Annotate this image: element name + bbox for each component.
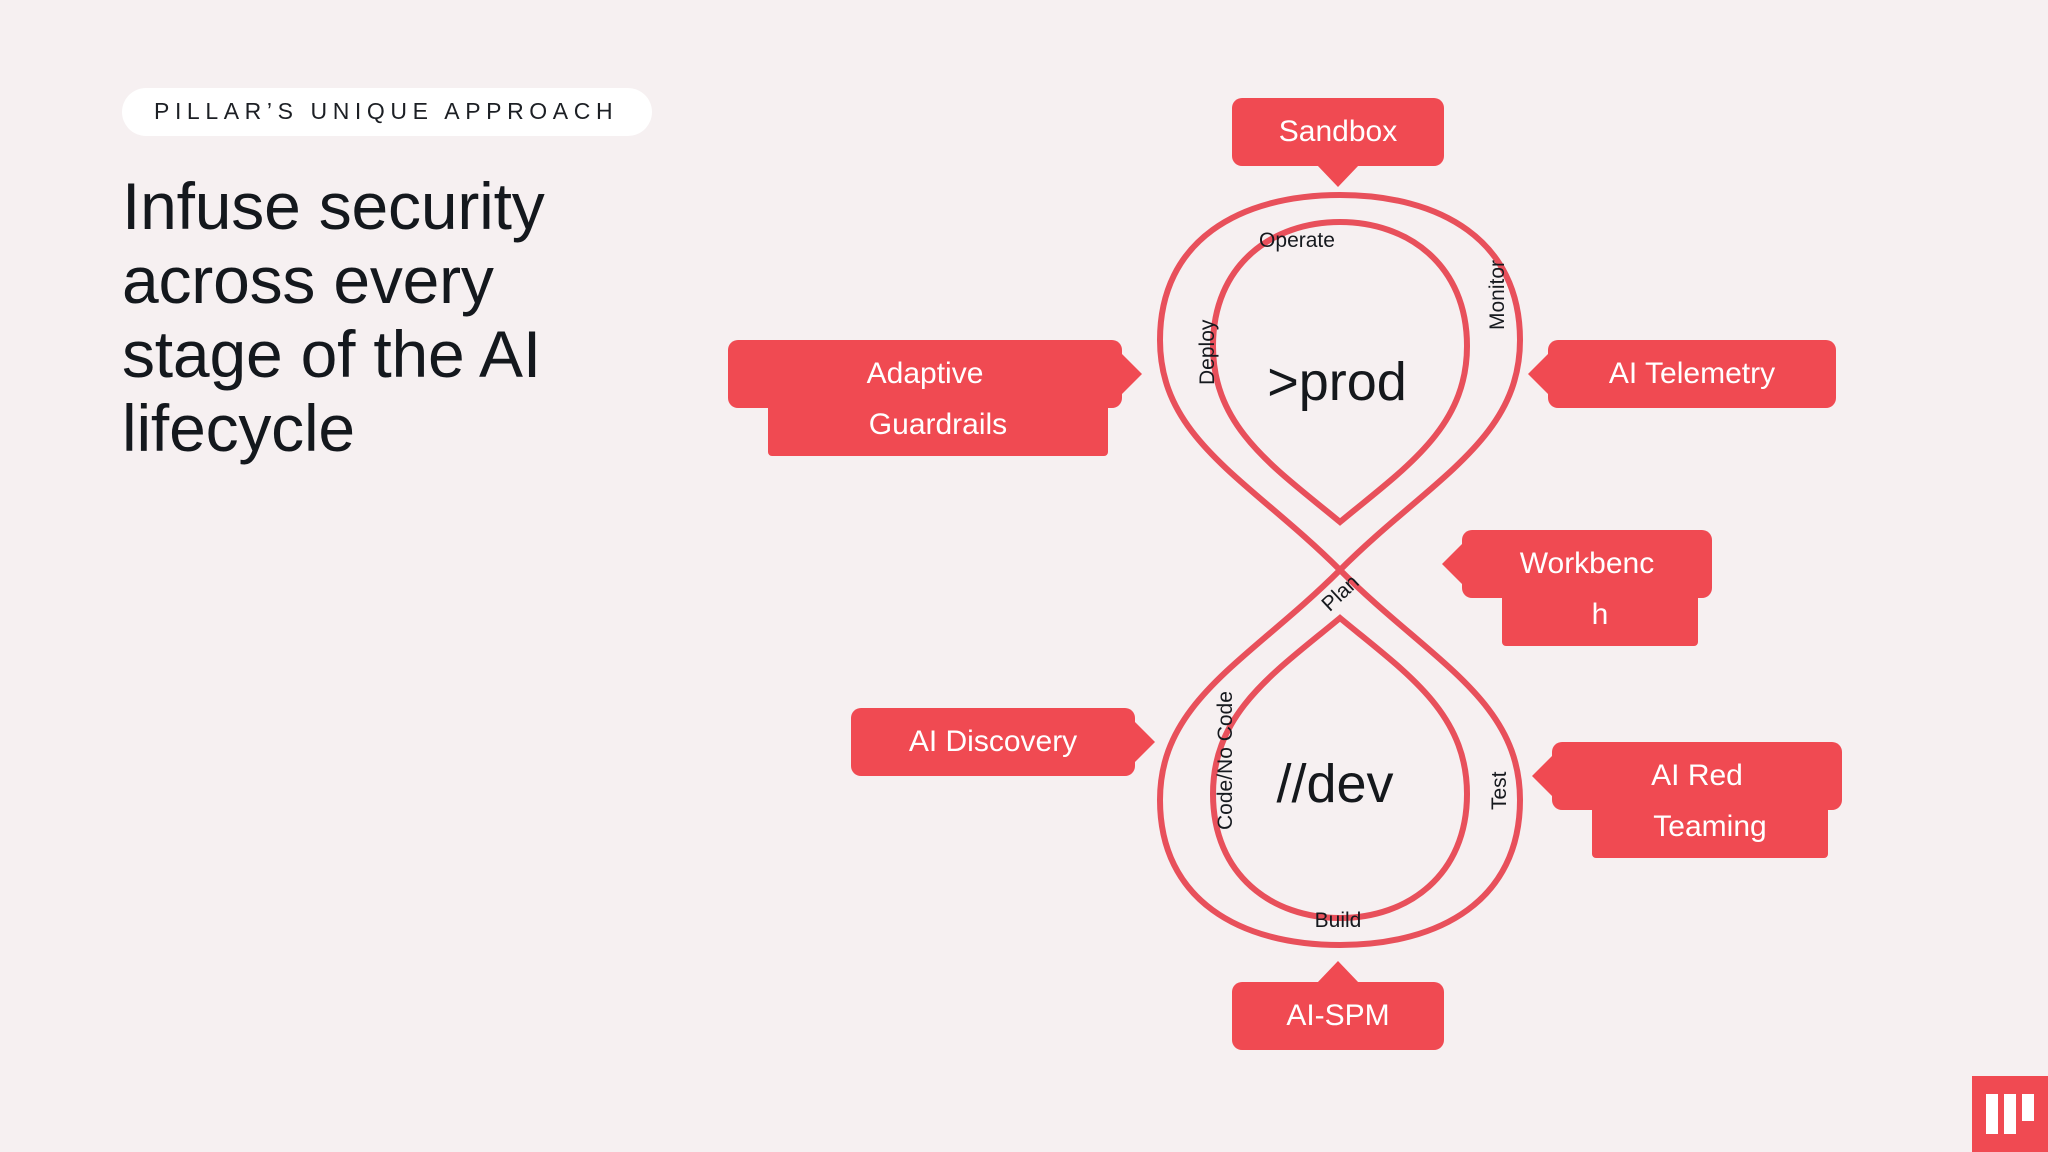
- left-text-column: PILLAR’S UNIQUE APPROACH Infuse security…: [122, 88, 762, 466]
- page-title: Infuse security across every stage of th…: [122, 169, 545, 465]
- stage-label-test: Test: [1488, 771, 1511, 810]
- callout-ai-discovery[interactable]: AI Discovery: [851, 708, 1155, 776]
- callout-ai-spm-box: AI-SPM: [1232, 961, 1444, 1050]
- callout-ai-red-teaming-box: AI Red: [1532, 742, 1842, 810]
- callout-adaptive-guardrails-label: Adaptive: [866, 357, 984, 390]
- callout-ai-discovery-label: AI Discovery: [908, 725, 1078, 758]
- stage-label-deploy: Deploy: [1196, 319, 1219, 385]
- tail-right-icon: [1134, 720, 1155, 763]
- eyebrow-badge: PILLAR’S UNIQUE APPROACH: [122, 88, 653, 136]
- tail-left-icon: [1528, 352, 1549, 395]
- tail-up-icon: [1317, 961, 1359, 983]
- logo-bar-1: [1986, 1094, 1998, 1134]
- callout-sandbox-label: Sandbox: [1278, 115, 1398, 148]
- stage-label-operate: Operate: [1259, 229, 1335, 252]
- logo-bar-3: [2022, 1094, 2034, 1121]
- callout-ai-spm-label: AI-SPM: [1286, 999, 1390, 1032]
- callout-adaptive-guardrails-box: Adaptive: [728, 340, 1142, 408]
- pillar-logo: [1972, 1076, 2048, 1152]
- callout-ai-red-teaming-overflow: Teaming: [1592, 809, 1828, 858]
- outer-loop-path: [1156, 191, 1524, 949]
- tail-right-icon: [1121, 352, 1142, 395]
- callout-workbench[interactable]: Workbenc h: [1442, 530, 1712, 646]
- callout-ai-telemetry-label: AI Telemetry: [1608, 357, 1776, 390]
- callout-ai-red-teaming-label: AI Red: [1651, 759, 1743, 792]
- infinity-loop-graphic: [1156, 191, 1524, 949]
- logo-bar-2: [2004, 1094, 2016, 1134]
- stage-label-build: Build: [1314, 909, 1362, 932]
- loop-center-dev: //dev: [1276, 754, 1394, 814]
- tail-down-icon: [1317, 164, 1359, 187]
- callout-workbench-label: Workbenc: [1519, 547, 1655, 580]
- loop-center-prod: >prod: [1267, 352, 1407, 412]
- callout-sandbox-box: Sandbox: [1232, 98, 1444, 187]
- stage-label-code-no-code: Code/No Code: [1214, 691, 1237, 830]
- tail-left-icon: [1442, 542, 1463, 585]
- callout-sandbox[interactable]: Sandbox: [1232, 98, 1444, 187]
- callout-ai-telemetry[interactable]: AI Telemetry: [1528, 340, 1836, 408]
- callout-adaptive-guardrails[interactable]: Adaptive Guardrails: [728, 340, 1142, 456]
- callout-ai-spm[interactable]: AI-SPM: [1232, 961, 1444, 1050]
- tail-left-icon: [1532, 754, 1553, 797]
- callout-adaptive-guardrails-overflow: Guardrails: [768, 407, 1108, 456]
- inner-loop-top-path: [1209, 218, 1471, 526]
- callout-ai-red-teaming[interactable]: AI Red Teaming: [1532, 742, 1842, 858]
- callout-workbench-overflow: h: [1502, 597, 1698, 646]
- callout-workbench-box: Workbenc: [1442, 530, 1712, 598]
- callout-ai-discovery-box: AI Discovery: [851, 708, 1155, 776]
- callout-ai-telemetry-box: AI Telemetry: [1528, 340, 1836, 408]
- stage-label-monitor: Monitor: [1486, 259, 1509, 330]
- inner-loop-bottom-path: [1209, 614, 1471, 922]
